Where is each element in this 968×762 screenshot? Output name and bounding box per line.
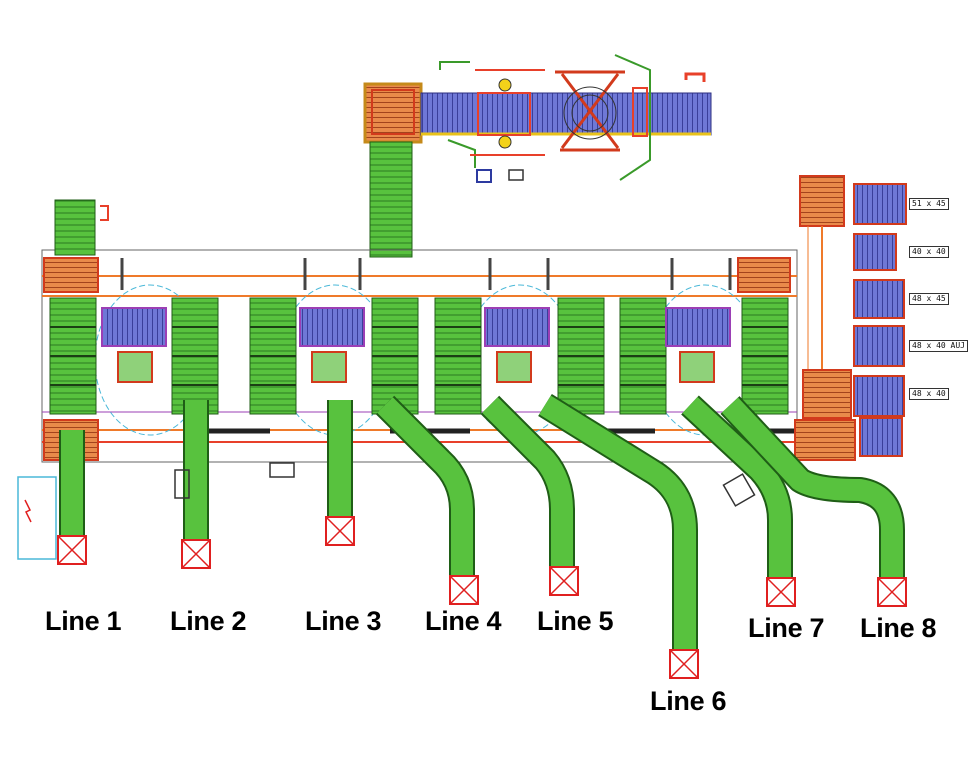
drop-box bbox=[877, 577, 907, 607]
outfeed-conveyors bbox=[59, 393, 905, 655]
pallet-dispensers bbox=[101, 307, 731, 347]
pallet-size-tag: 48 x 40 AUJ bbox=[909, 340, 968, 352]
pallet-size-tag: 48 x 40 bbox=[909, 388, 949, 400]
line-drop-boxes bbox=[57, 516, 907, 679]
drop-box bbox=[325, 516, 355, 546]
right-pallet-stacks bbox=[799, 175, 907, 457]
drop-box bbox=[57, 535, 87, 565]
line-label-4: Line 4 bbox=[425, 606, 502, 636]
outfeed-conveyor bbox=[539, 395, 696, 655]
pallet-size-tag: 40 x 40 bbox=[909, 246, 949, 258]
accumulation-conveyor bbox=[49, 297, 97, 415]
accumulation-conveyor bbox=[741, 297, 789, 415]
drop-box bbox=[181, 539, 211, 569]
accumulation-conveyor bbox=[249, 297, 297, 415]
drop-box bbox=[766, 577, 796, 607]
line-label-5: Line 5 bbox=[537, 606, 614, 636]
drop-box bbox=[669, 649, 699, 679]
line-label-3: Line 3 bbox=[305, 606, 382, 636]
outfeed-conveyor bbox=[682, 396, 791, 580]
left-infeed-conveyor bbox=[54, 199, 96, 256]
top-infeed-area bbox=[363, 54, 712, 183]
accumulation-conveyor bbox=[371, 297, 419, 415]
operator-stations bbox=[174, 462, 756, 507]
pallet-size-tag: 51 x 45 bbox=[909, 198, 949, 210]
outfeed-conveyor bbox=[377, 397, 473, 580]
accumulation-conveyors bbox=[49, 297, 789, 415]
outfeed-conveyor bbox=[482, 397, 573, 572]
electrical-panel bbox=[17, 476, 57, 560]
accumulation-conveyor bbox=[557, 297, 605, 415]
feed-conveyor-top bbox=[369, 141, 413, 258]
drop-box bbox=[549, 566, 579, 596]
drop-box bbox=[449, 575, 479, 605]
line-label-1: Line 1 bbox=[45, 606, 122, 636]
accumulation-conveyor bbox=[619, 297, 667, 415]
accumulation-conveyor bbox=[434, 297, 482, 415]
line-label-2: Line 2 bbox=[170, 606, 247, 636]
line-label-6: Line 6 bbox=[650, 686, 727, 716]
accumulation-conveyor bbox=[171, 297, 219, 415]
line-label-8: Line 8 bbox=[860, 613, 937, 643]
line-label-7: Line 7 bbox=[748, 613, 825, 643]
pallet-size-tag: 48 x 45 bbox=[909, 293, 949, 305]
robot-cells bbox=[117, 351, 715, 383]
outfeed-conveyor bbox=[721, 397, 903, 580]
